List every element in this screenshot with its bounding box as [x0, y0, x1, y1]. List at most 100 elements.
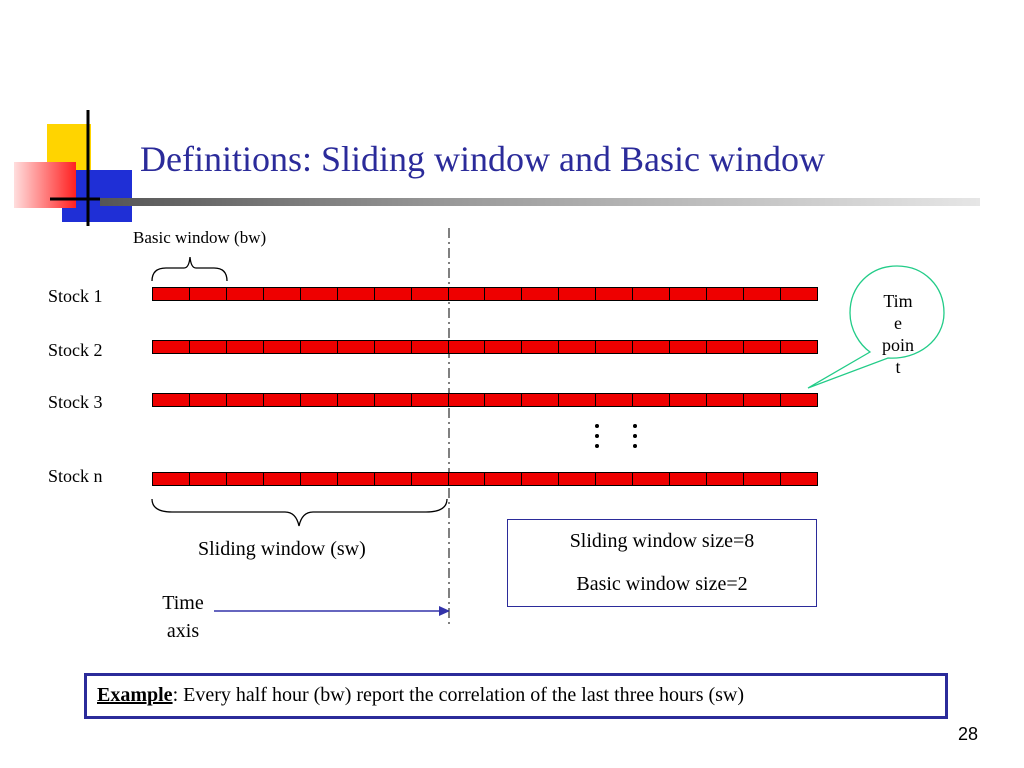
bar-cell [226, 341, 264, 353]
bar-cell [153, 288, 190, 300]
window-size-info-box: Sliding window size=8 Basic window size=… [507, 519, 817, 607]
bar-cell [263, 394, 301, 406]
bar-cell [670, 288, 708, 300]
bar-cell [780, 288, 817, 300]
bar-cell [485, 341, 523, 353]
slide-title: Definitions: Sliding window and Basic wi… [140, 139, 825, 179]
bar-cell [411, 394, 449, 406]
bar-cell [522, 341, 560, 353]
bar-cell [707, 394, 744, 406]
bar-cell [337, 341, 375, 353]
bar-cell [263, 288, 301, 300]
bar-cell [707, 473, 744, 485]
page-number: 28 [958, 724, 979, 744]
stock-bar-2 [152, 340, 818, 354]
time-axis-label-line-1: Time [162, 592, 204, 614]
bar-cell [670, 341, 708, 353]
time-axis-arrow [214, 606, 450, 616]
bar-cell [485, 473, 523, 485]
example-box: Example: Every half hour (bw) report the… [84, 673, 948, 719]
bar-cell [300, 341, 338, 353]
bar-cell [596, 288, 634, 300]
stock-label-3: Stock 3 [48, 392, 103, 412]
bar-cell [300, 394, 338, 406]
time-point-callout-bubble [807, 265, 945, 389]
bar-cell [189, 394, 227, 406]
logo-red-square [14, 162, 76, 208]
bar-cell [189, 341, 227, 353]
bar-cell [522, 394, 560, 406]
bar-cell [448, 394, 486, 406]
bar-cell [411, 288, 449, 300]
bar-cell [707, 288, 744, 300]
bar-cell [744, 288, 781, 300]
bar-cell [411, 473, 449, 485]
bar-cell [596, 394, 634, 406]
bar-cell [411, 341, 449, 353]
bar-cell [263, 473, 301, 485]
bar-cell [189, 473, 227, 485]
bar-cell [559, 341, 597, 353]
callout-line-3: poin [881, 335, 914, 355]
bar-cell [559, 394, 597, 406]
bar-cell [707, 341, 744, 353]
bar-cell [559, 288, 597, 300]
bar-cell [374, 394, 412, 406]
bar-cell [263, 341, 301, 353]
bar-cell [153, 394, 190, 406]
time-axis-label-line-2: axis [166, 620, 200, 642]
bar-cell [633, 473, 671, 485]
bar-cell [670, 394, 708, 406]
basic-window-brace [151, 256, 228, 282]
sliding-window-brace [151, 498, 448, 527]
bar-cell [780, 341, 817, 353]
bar-cell [189, 288, 227, 300]
bar-cell [522, 288, 560, 300]
example-text: : Every half hour (bw) report the correl… [172, 684, 745, 706]
sliding-window-size-text: Sliding window size=8 [569, 530, 755, 552]
bar-cell [300, 473, 338, 485]
callout-line-4: t [895, 357, 901, 377]
bar-cell [337, 394, 375, 406]
example-label: Example [97, 684, 173, 706]
bar-cell [744, 341, 781, 353]
bar-cell [226, 394, 264, 406]
sliding-window-label: Sliding window (sw) [198, 538, 366, 560]
stock-label-2: Stock 2 [48, 340, 103, 360]
bar-cell [780, 394, 817, 406]
bar-cell [374, 473, 412, 485]
bar-cell [448, 473, 486, 485]
title-underline [100, 198, 980, 206]
callout-line-2: e [894, 313, 902, 333]
callout-line-1: Tim [883, 291, 913, 311]
stock-bar-n [152, 472, 818, 486]
time-axis-label: Time axis [150, 589, 216, 645]
bar-cell [337, 473, 375, 485]
ellipsis-dots [595, 424, 637, 448]
bar-cell [337, 288, 375, 300]
bar-cell [780, 473, 817, 485]
bar-cell [744, 473, 781, 485]
basic-window-size-text: Basic window size=2 [576, 573, 748, 595]
bar-cell [633, 341, 671, 353]
stock-label-n: Stock n [48, 466, 103, 486]
bar-cell [485, 288, 523, 300]
bar-cell [559, 473, 597, 485]
bar-cell [596, 341, 634, 353]
bar-cell [448, 288, 486, 300]
stock-label-1: Stock 1 [48, 286, 103, 306]
bar-cell [633, 288, 671, 300]
bar-cell [300, 288, 338, 300]
bar-cell [374, 288, 412, 300]
bar-cell [226, 288, 264, 300]
bar-cell [485, 394, 523, 406]
bar-cell [153, 341, 190, 353]
bar-cell [226, 473, 264, 485]
stock-bar-3 [152, 393, 818, 407]
time-point-callout-text: Tim e poin t [858, 290, 938, 378]
basic-window-label: Basic window (bw) [133, 228, 267, 247]
bar-cell [153, 473, 190, 485]
bar-cell [670, 473, 708, 485]
stock-bar-1 [152, 287, 818, 301]
